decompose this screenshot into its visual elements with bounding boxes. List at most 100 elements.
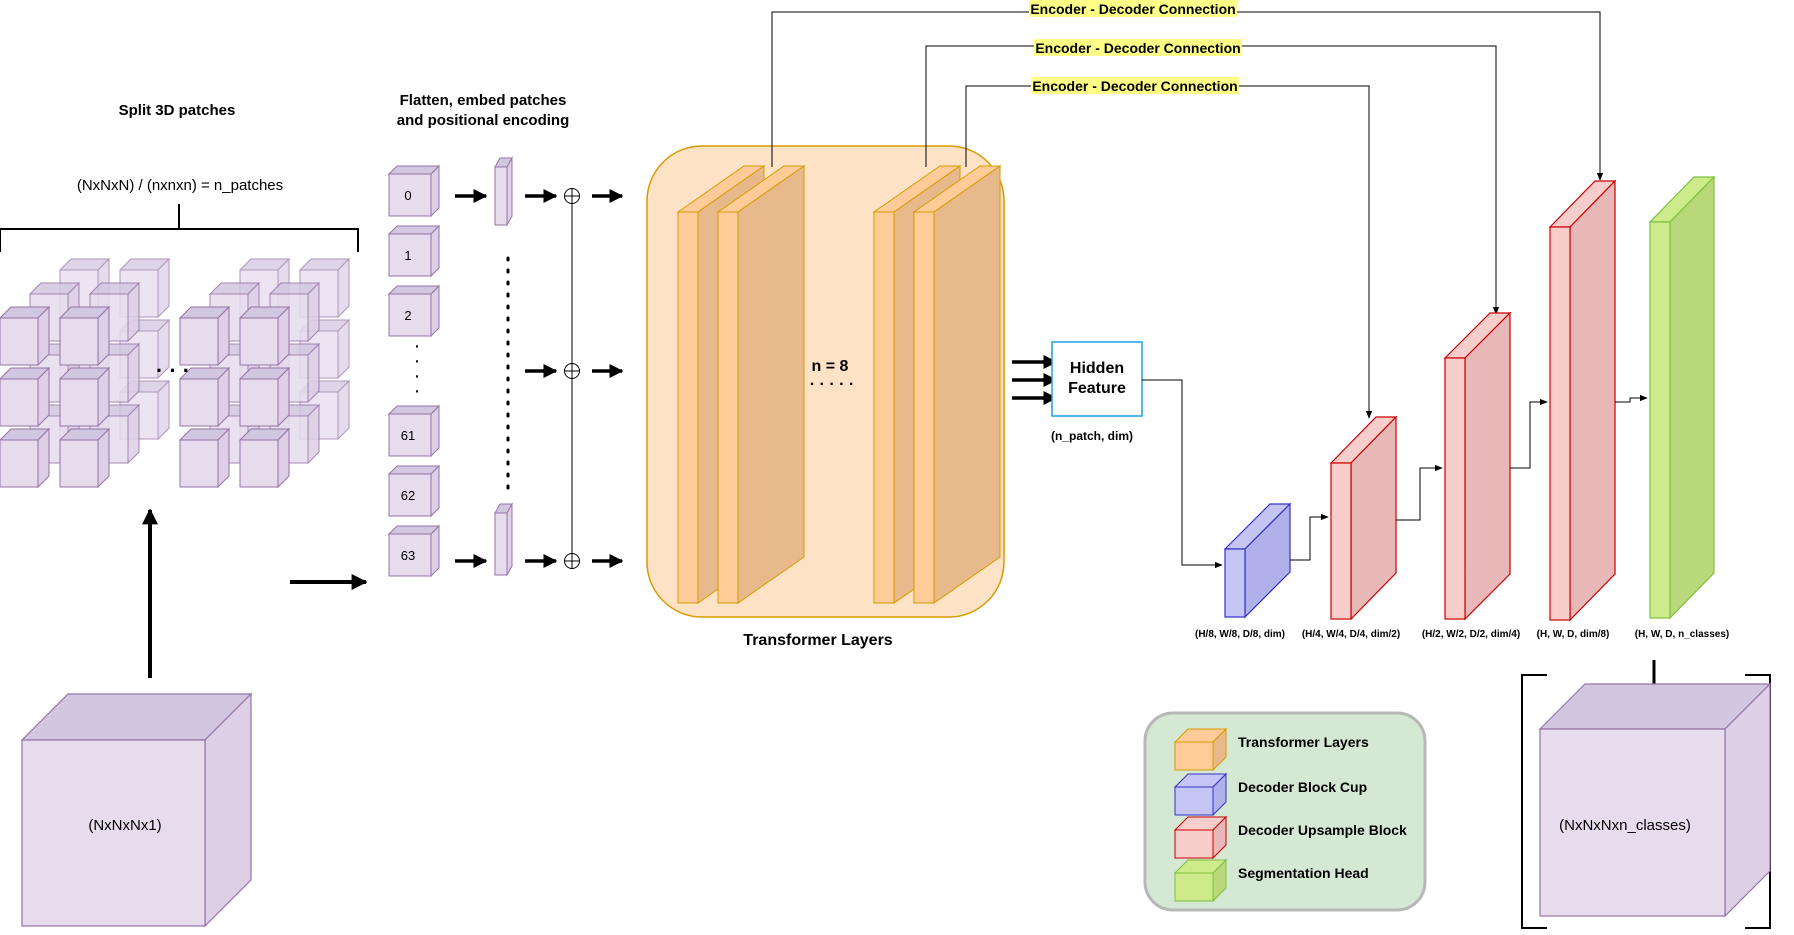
patch-cube-12 bbox=[0, 427, 51, 489]
transformer-slab-1-front bbox=[717, 211, 739, 604]
skip-label-0: Encoder - Decoder Connection bbox=[1030, 1, 1235, 17]
patch-cube-14-side bbox=[37, 366, 50, 428]
decoder-block-1 bbox=[1329, 415, 1398, 621]
transformer-slab-0-front bbox=[677, 211, 699, 604]
input-cube-shape-front bbox=[21, 739, 206, 927]
input-volume-cube bbox=[20, 692, 253, 928]
patch-cube-1-side bbox=[337, 379, 350, 441]
decoder-link-2 bbox=[1396, 464, 1443, 521]
patch-cube-14-side bbox=[217, 366, 230, 428]
legend-label-3: Segmentation Head bbox=[1238, 865, 1369, 881]
patch-cube-5-side bbox=[157, 257, 170, 319]
legend-swatch-3 bbox=[1173, 858, 1228, 903]
decoder-shape-label-3: (H, W, D, dim/8) bbox=[1537, 629, 1610, 640]
legend-swatch-3-front bbox=[1174, 872, 1214, 902]
legend-swatch-2 bbox=[1173, 815, 1228, 860]
skip-connection-line-2 bbox=[965, 85, 1373, 419]
n-layers-label: n = 8 bbox=[812, 358, 849, 375]
hidden-feature-shape: (n_patch, dim) bbox=[1051, 429, 1133, 443]
patch-cube-17 bbox=[58, 305, 111, 367]
split-title: Split 3D patches bbox=[119, 102, 236, 119]
patch-index-label-0: 0 bbox=[404, 188, 411, 203]
embed-strip-0 bbox=[494, 156, 513, 227]
patch-index-cube-5-front bbox=[388, 533, 432, 577]
skip-label-2: Encoder - Decoder Connection bbox=[1032, 78, 1237, 94]
transformer-slab-3-side bbox=[933, 165, 1001, 604]
decoder-block-0 bbox=[1223, 502, 1292, 619]
patch-cube-11-side bbox=[127, 281, 140, 343]
flatten-title-line1: Flatten, embed patches bbox=[400, 92, 567, 109]
transformer-slab-3 bbox=[912, 165, 1002, 604]
patch-index-cube-0 bbox=[387, 164, 441, 218]
decoder-blocks bbox=[1223, 175, 1716, 622]
input-volume-label: (NxNxNx1) bbox=[88, 817, 161, 834]
patch-cube-16-front bbox=[0, 317, 39, 366]
decoder-block-4 bbox=[1648, 175, 1716, 620]
patch-cube-16 bbox=[0, 305, 51, 367]
legend-swatch-0-front bbox=[1174, 741, 1214, 771]
transformer-slab-1 bbox=[716, 165, 806, 604]
patch-cube-12-side bbox=[37, 427, 50, 489]
output-volume-cube bbox=[1538, 682, 1772, 918]
hidden-feature-line2: Feature bbox=[1068, 380, 1126, 397]
skip-label-bg-0 bbox=[1029, 0, 1237, 17]
patch-index-cube-1-front bbox=[388, 233, 432, 277]
patch-cube-15-front bbox=[239, 378, 279, 427]
patch-cube-13-side bbox=[97, 427, 110, 489]
patch-index-cube-4-side bbox=[430, 464, 440, 518]
patch-cube-14-front bbox=[179, 378, 219, 427]
patch-cube-1-side bbox=[157, 379, 170, 441]
skip-label-bg-1 bbox=[1034, 39, 1242, 56]
legend-swatch-2-front bbox=[1174, 829, 1214, 859]
patch-cube-16-front bbox=[179, 317, 219, 366]
patch-grid-ellipsis: · · · bbox=[156, 358, 190, 383]
output-bracket-left bbox=[1521, 674, 1547, 929]
output-volume-label: (NxNxNxn_classes) bbox=[1559, 817, 1691, 834]
embed-strip-0-side bbox=[506, 156, 513, 227]
patch-cube-14 bbox=[178, 366, 231, 428]
embed-strip-1-side bbox=[506, 502, 513, 577]
patch-index-cube-5 bbox=[387, 524, 441, 578]
positional-plus-nodes bbox=[564, 188, 580, 569]
patch-cube-13 bbox=[238, 427, 291, 489]
patch-index-label-5: 63 bbox=[401, 548, 415, 563]
patch-cube-17-side bbox=[277, 305, 290, 367]
embedding-strips bbox=[494, 156, 513, 577]
patch-index-cube-4-front bbox=[388, 473, 432, 517]
decoder-block-2 bbox=[1443, 311, 1512, 621]
embed-strip-0-front bbox=[494, 166, 508, 226]
decoder-block-3 bbox=[1548, 179, 1617, 622]
legend-swatch-1-front bbox=[1174, 786, 1214, 816]
transformer-layer-slabs bbox=[676, 165, 1002, 604]
patch-cube-15-side bbox=[277, 366, 290, 428]
patch-cube-13 bbox=[58, 427, 111, 489]
legend-label-2: Decoder Upsample Block bbox=[1238, 822, 1407, 838]
patch-index-cube-2 bbox=[387, 284, 441, 338]
input-cube-shape bbox=[20, 692, 253, 928]
flatten-title-line2: and positional encoding bbox=[397, 112, 570, 129]
skip-label-bg-2 bbox=[1031, 77, 1239, 94]
patch-cube-13-front bbox=[239, 439, 279, 488]
decoder-shape-label-0: (H/8, W/8, D/8, dim) bbox=[1195, 629, 1285, 640]
decoder-block-2-front bbox=[1444, 357, 1466, 620]
decoder-link-1 bbox=[1290, 513, 1329, 561]
patch-cube-7-side bbox=[127, 403, 140, 465]
output-cube-shape bbox=[1538, 682, 1772, 918]
patch-cube-17 bbox=[238, 305, 291, 367]
legend-label-0: Transformer Layers bbox=[1238, 734, 1369, 750]
skip-label-1: Encoder - Decoder Connection bbox=[1035, 40, 1240, 56]
decoder-block-3-front bbox=[1549, 226, 1571, 621]
patch-cube-15 bbox=[58, 366, 111, 428]
patch-cube-14-front bbox=[0, 378, 39, 427]
legend-label-1: Decoder Block Cup bbox=[1238, 779, 1367, 795]
patch-index-label-2: 2 bbox=[404, 308, 411, 323]
patch-cube-12 bbox=[178, 427, 231, 489]
patch-index-cube-1 bbox=[387, 224, 441, 278]
decoder-shape-label-1: (H/4, W/4, D/4, dim/2) bbox=[1302, 629, 1400, 640]
patch-cube-17-front bbox=[59, 317, 99, 366]
patch-cube-15 bbox=[238, 366, 291, 428]
decoder-links bbox=[1142, 379, 1648, 569]
plus-node-0 bbox=[564, 188, 580, 204]
